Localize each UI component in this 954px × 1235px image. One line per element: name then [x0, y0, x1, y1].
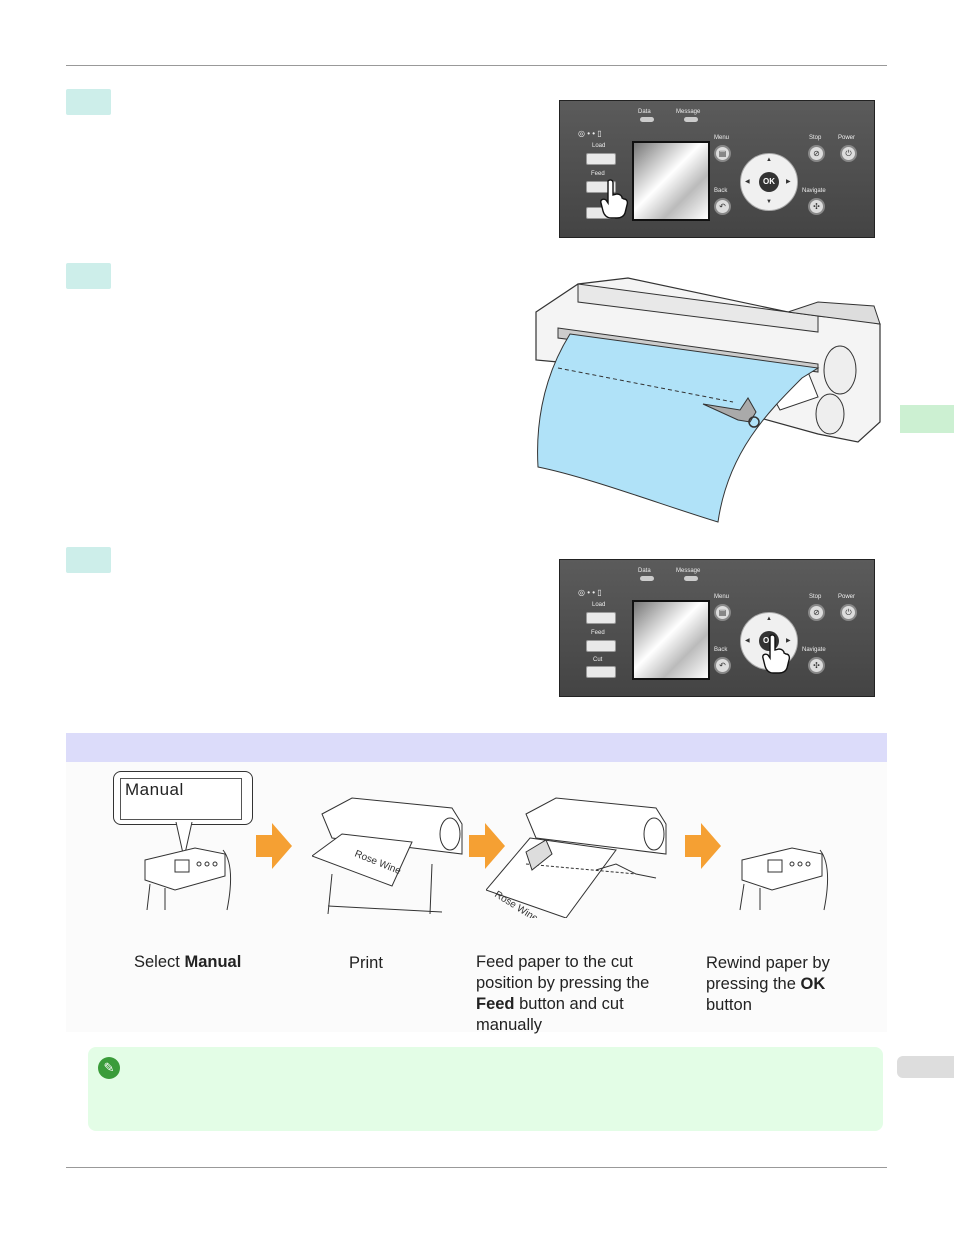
flow-arrow-3	[685, 823, 721, 869]
manual-callout-text: Manual	[125, 780, 184, 799]
step-marker-3	[66, 547, 111, 573]
back-button[interactable]: ↶	[714, 198, 731, 215]
power-button[interactable]: ⏻	[840, 604, 857, 621]
note-box: ✎	[88, 1047, 883, 1131]
flow-arrow-1	[256, 823, 292, 869]
data-label: Data	[638, 109, 651, 115]
paper-roll-icon: ◎ • • ▯	[578, 129, 602, 138]
power-label: Power	[838, 135, 856, 141]
menu-button[interactable]: ▤	[714, 604, 731, 621]
caption-print: Print	[349, 954, 383, 972]
feed-label: Feed	[591, 630, 605, 636]
back-label: Back	[714, 188, 728, 194]
feed-label: Feed	[591, 171, 605, 177]
back-label: Back	[714, 647, 728, 653]
load-button[interactable]	[586, 612, 616, 624]
cut-button[interactable]	[586, 666, 616, 678]
printer-cutting-illustration	[535, 277, 881, 523]
feed-button[interactable]	[586, 640, 616, 652]
navigate-label: Navigate	[802, 188, 826, 194]
cut-label: Cut	[593, 657, 603, 663]
step-marker-2	[66, 263, 111, 289]
load-button[interactable]	[586, 153, 616, 165]
flow-header-bar	[66, 733, 887, 762]
pointing-hand-icon	[600, 179, 629, 219]
pencil-note-icon: ✎	[98, 1057, 120, 1079]
footer-rule	[66, 1167, 887, 1168]
back-button[interactable]: ↶	[714, 657, 731, 674]
load-label: Load	[592, 143, 606, 149]
message-label: Message	[676, 568, 701, 574]
printer-panel-sketch-1	[144, 847, 231, 911]
navigate-label: Navigate	[802, 647, 826, 653]
power-label: Power	[838, 594, 856, 600]
navigation-dial[interactable]: ▲ ▼ ◀ ▶ OK	[740, 153, 798, 211]
lcd-screen	[632, 600, 710, 680]
stop-label: Stop	[809, 594, 822, 600]
message-lamp	[684, 117, 698, 122]
flow-arrow-2	[469, 823, 505, 869]
menu-button[interactable]: ▤	[714, 145, 731, 162]
caption-feed-cut: Feed paper to the cut position by pressi…	[476, 953, 650, 1034]
data-lamp	[640, 117, 654, 122]
lcd-screen	[632, 141, 710, 221]
ok-button[interactable]: OK	[759, 172, 779, 192]
step-marker-1	[66, 89, 111, 115]
stop-label: Stop	[809, 135, 822, 141]
message-lamp	[684, 576, 698, 581]
menu-label: Menu	[714, 594, 730, 600]
caption-select-manual: Select Manual	[134, 953, 242, 971]
load-label: Load	[592, 602, 606, 608]
stop-button[interactable]: ⊘	[808, 145, 825, 162]
power-button[interactable]: ⏻	[840, 145, 857, 162]
menu-label: Menu	[714, 135, 730, 141]
chapter-side-tab[interactable]	[900, 405, 954, 433]
navigate-button[interactable]: ✣	[808, 198, 825, 215]
data-label: Data	[638, 568, 651, 574]
printer-printing-sketch: Rose Wine	[312, 797, 463, 915]
header-rule	[66, 65, 887, 66]
caption-rewind: Rewind paper by pressing the OK button	[706, 954, 830, 1014]
pointing-hand-icon	[762, 634, 791, 674]
section-side-tab[interactable]	[897, 1056, 954, 1078]
printer-panel-sketch-2	[739, 847, 828, 911]
control-panel-feed: Data Message ◎ • • ▯ Load Feed Menu ▤ Ba…	[559, 100, 875, 238]
navigate-button[interactable]: ✣	[808, 657, 825, 674]
paper-roll-icon: ◎ • • ▯	[578, 588, 602, 597]
stop-button[interactable]: ⊘	[808, 604, 825, 621]
data-lamp	[640, 576, 654, 581]
control-panel-ok: Data Message ◎ • • ▯ Load Feed Cut Menu …	[559, 559, 875, 697]
printer-cutting-sketch: Rose Wine	[486, 797, 667, 918]
manual-callout: Manual	[113, 771, 253, 825]
message-label: Message	[676, 109, 701, 115]
